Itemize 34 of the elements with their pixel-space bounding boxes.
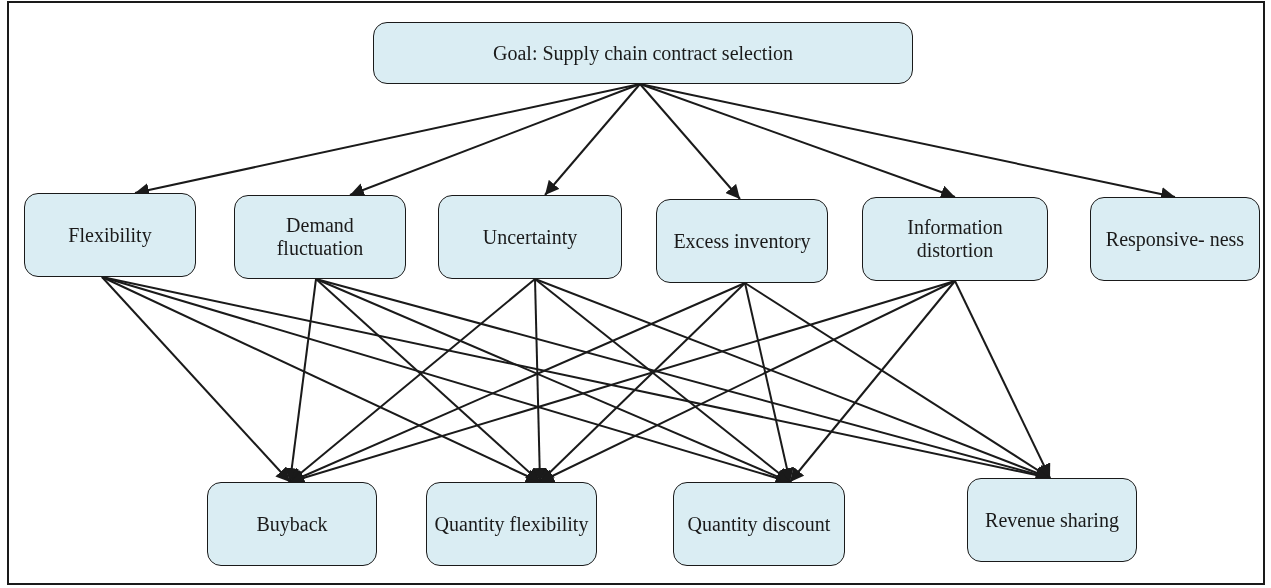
- arrow: [101, 276, 291, 483]
- arrow: [349, 83, 641, 197]
- goal-box: [373, 22, 913, 84]
- node-label: Quantity discount: [687, 512, 831, 536]
- alternative-box: [426, 482, 597, 566]
- criterion-box: [234, 195, 406, 279]
- arrow: [639, 83, 956, 199]
- node-label: Goal: Supply chain contract selection: [493, 41, 793, 65]
- alternative-box: [207, 482, 377, 566]
- node-label: Demand fluctuation: [275, 214, 365, 260]
- criterion-box: [438, 195, 622, 279]
- arrow: [539, 282, 746, 483]
- node-label: Excess inventory: [673, 229, 811, 253]
- alternative-box: [673, 482, 845, 566]
- node-label: Flexibility: [68, 223, 152, 247]
- node-label: Responsive- ness: [1105, 227, 1245, 251]
- alternative-box: [967, 478, 1137, 562]
- arrow: [544, 83, 641, 196]
- arrow: [284, 278, 317, 483]
- node-label: Uncertainty: [482, 225, 578, 249]
- criterion-box: [24, 193, 196, 277]
- criterion-box: [1090, 197, 1260, 281]
- node-label: Buyback: [256, 512, 328, 536]
- arrow: [534, 278, 791, 483]
- criterion-box: [862, 197, 1048, 281]
- arrow: [954, 280, 1051, 479]
- criterion-box: [656, 199, 828, 283]
- arrow: [639, 83, 741, 200]
- node-label: Revenue sharing: [985, 508, 1119, 532]
- node-label: Information distortion: [906, 216, 1004, 262]
- node-label: Quantity flexibility: [434, 512, 589, 536]
- arrow: [744, 282, 794, 483]
- arrow: [789, 280, 956, 483]
- arrow: [532, 278, 547, 483]
